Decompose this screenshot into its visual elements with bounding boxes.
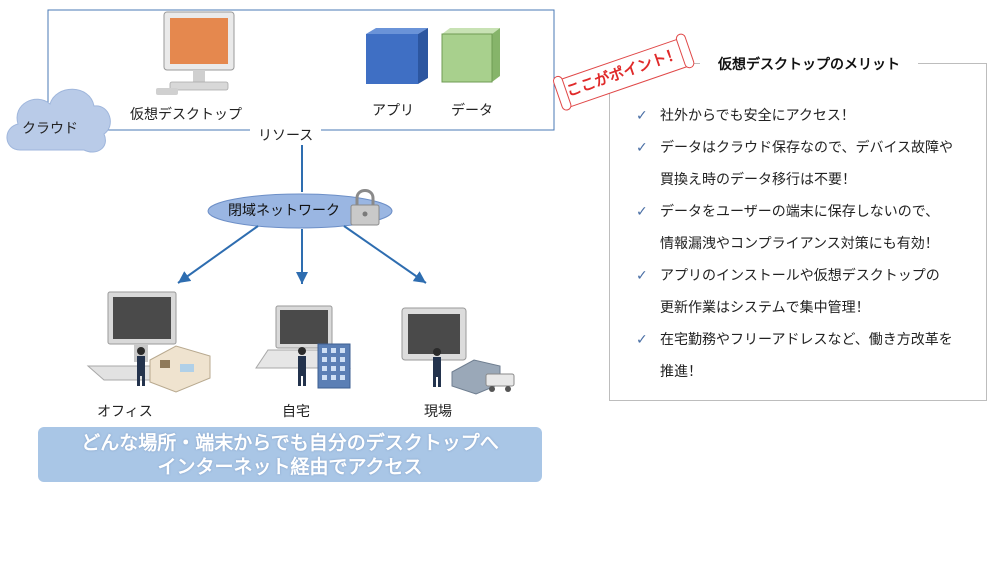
check-icon: ✓ xyxy=(636,332,648,348)
arrow-to-office xyxy=(177,225,259,284)
merit-item-continued: 情報漏洩やコンプライアンス対策にも有効！ xyxy=(636,228,990,260)
merit-panel: ✓ 社外からでも安全にアクセス！ ✓ データはクラウド保存なので、デバイス故障や 買… xyxy=(609,63,987,401)
home-illustration xyxy=(255,305,351,389)
access-banner: どんな場所・端末からでも自分のデスクトップへ インターネット経由でアクセス xyxy=(38,427,542,482)
merit-item-continued: 推進！ xyxy=(636,356,990,388)
network-oval xyxy=(207,193,393,229)
merit-item: ✓ 社外からでも安全にアクセス！ xyxy=(636,100,990,132)
network-label: 閉域ネットワーク xyxy=(228,203,340,219)
merit-item: ✓ 在宅勤務やフリーアドレスなど、働き方改革を xyxy=(636,324,990,356)
banner-line-1: どんな場所・端末からでも自分のデスクトップへ xyxy=(81,432,499,454)
office-illustration xyxy=(86,291,211,393)
location-label-site: 現場 xyxy=(424,404,452,420)
check-icon: ✓ xyxy=(636,108,648,124)
merit-text: データをユーザーの端末に保存しないので、 xyxy=(660,204,940,220)
banner-line-2: インターネット経由でアクセス xyxy=(157,456,423,478)
site-illustration xyxy=(401,307,515,395)
merit-text: アプリのインストールや仮想デスクトップの xyxy=(660,268,940,284)
location-label-home: 自宅 xyxy=(282,404,310,420)
app-cube-icon xyxy=(366,28,428,84)
merit-text: 更新作業はシステムで集中管理！ xyxy=(660,300,870,316)
merit-title: 仮想デスクトップのメリット xyxy=(700,54,918,74)
merit-item-continued: 買換え時のデータ移行は不要！ xyxy=(636,164,990,196)
check-icon: ✓ xyxy=(636,140,648,156)
cloud-label: クラウド xyxy=(22,121,78,137)
cloud-icon xyxy=(6,88,111,153)
resources-label: リソース xyxy=(250,125,322,145)
merit-item: ✓ データをユーザーの端末に保存しないので、 xyxy=(636,196,990,228)
merit-text: 在宅勤務やフリーアドレスなど、働き方改革を xyxy=(660,332,953,348)
merit-list: ✓ 社外からでも安全にアクセス！ ✓ データはクラウド保存なので、デバイス故障や 買… xyxy=(636,100,990,388)
merit-text: 推進！ xyxy=(660,364,702,380)
location-label-office: オフィス xyxy=(97,404,153,420)
lock-icon xyxy=(350,189,380,226)
data-label: データ xyxy=(451,103,493,119)
merit-text: 買換え時のデータ移行は不要！ xyxy=(660,172,856,188)
arrow-to-site xyxy=(343,225,427,284)
check-icon: ✓ xyxy=(636,268,648,284)
merit-text: 社外からでも安全にアクセス！ xyxy=(660,108,855,124)
merit-text: データはクラウド保存なので、デバイス故障や xyxy=(660,140,954,156)
merit-text: 情報漏洩やコンプライアンス対策にも有効！ xyxy=(660,236,939,252)
data-cube-icon xyxy=(441,28,500,83)
merit-item-continued: 更新作業はシステムで集中管理！ xyxy=(636,292,990,324)
merit-item: ✓ データはクラウド保存なので、デバイス故障や xyxy=(636,132,990,164)
check-icon: ✓ xyxy=(636,204,648,220)
virtual-desktop-label: 仮想デスクトップ xyxy=(130,107,242,123)
virtual-desktop-monitor-icon xyxy=(156,11,235,95)
merit-item: ✓ アプリのインストールや仮想デスクトップの xyxy=(636,260,990,292)
app-label: アプリ xyxy=(372,103,414,119)
